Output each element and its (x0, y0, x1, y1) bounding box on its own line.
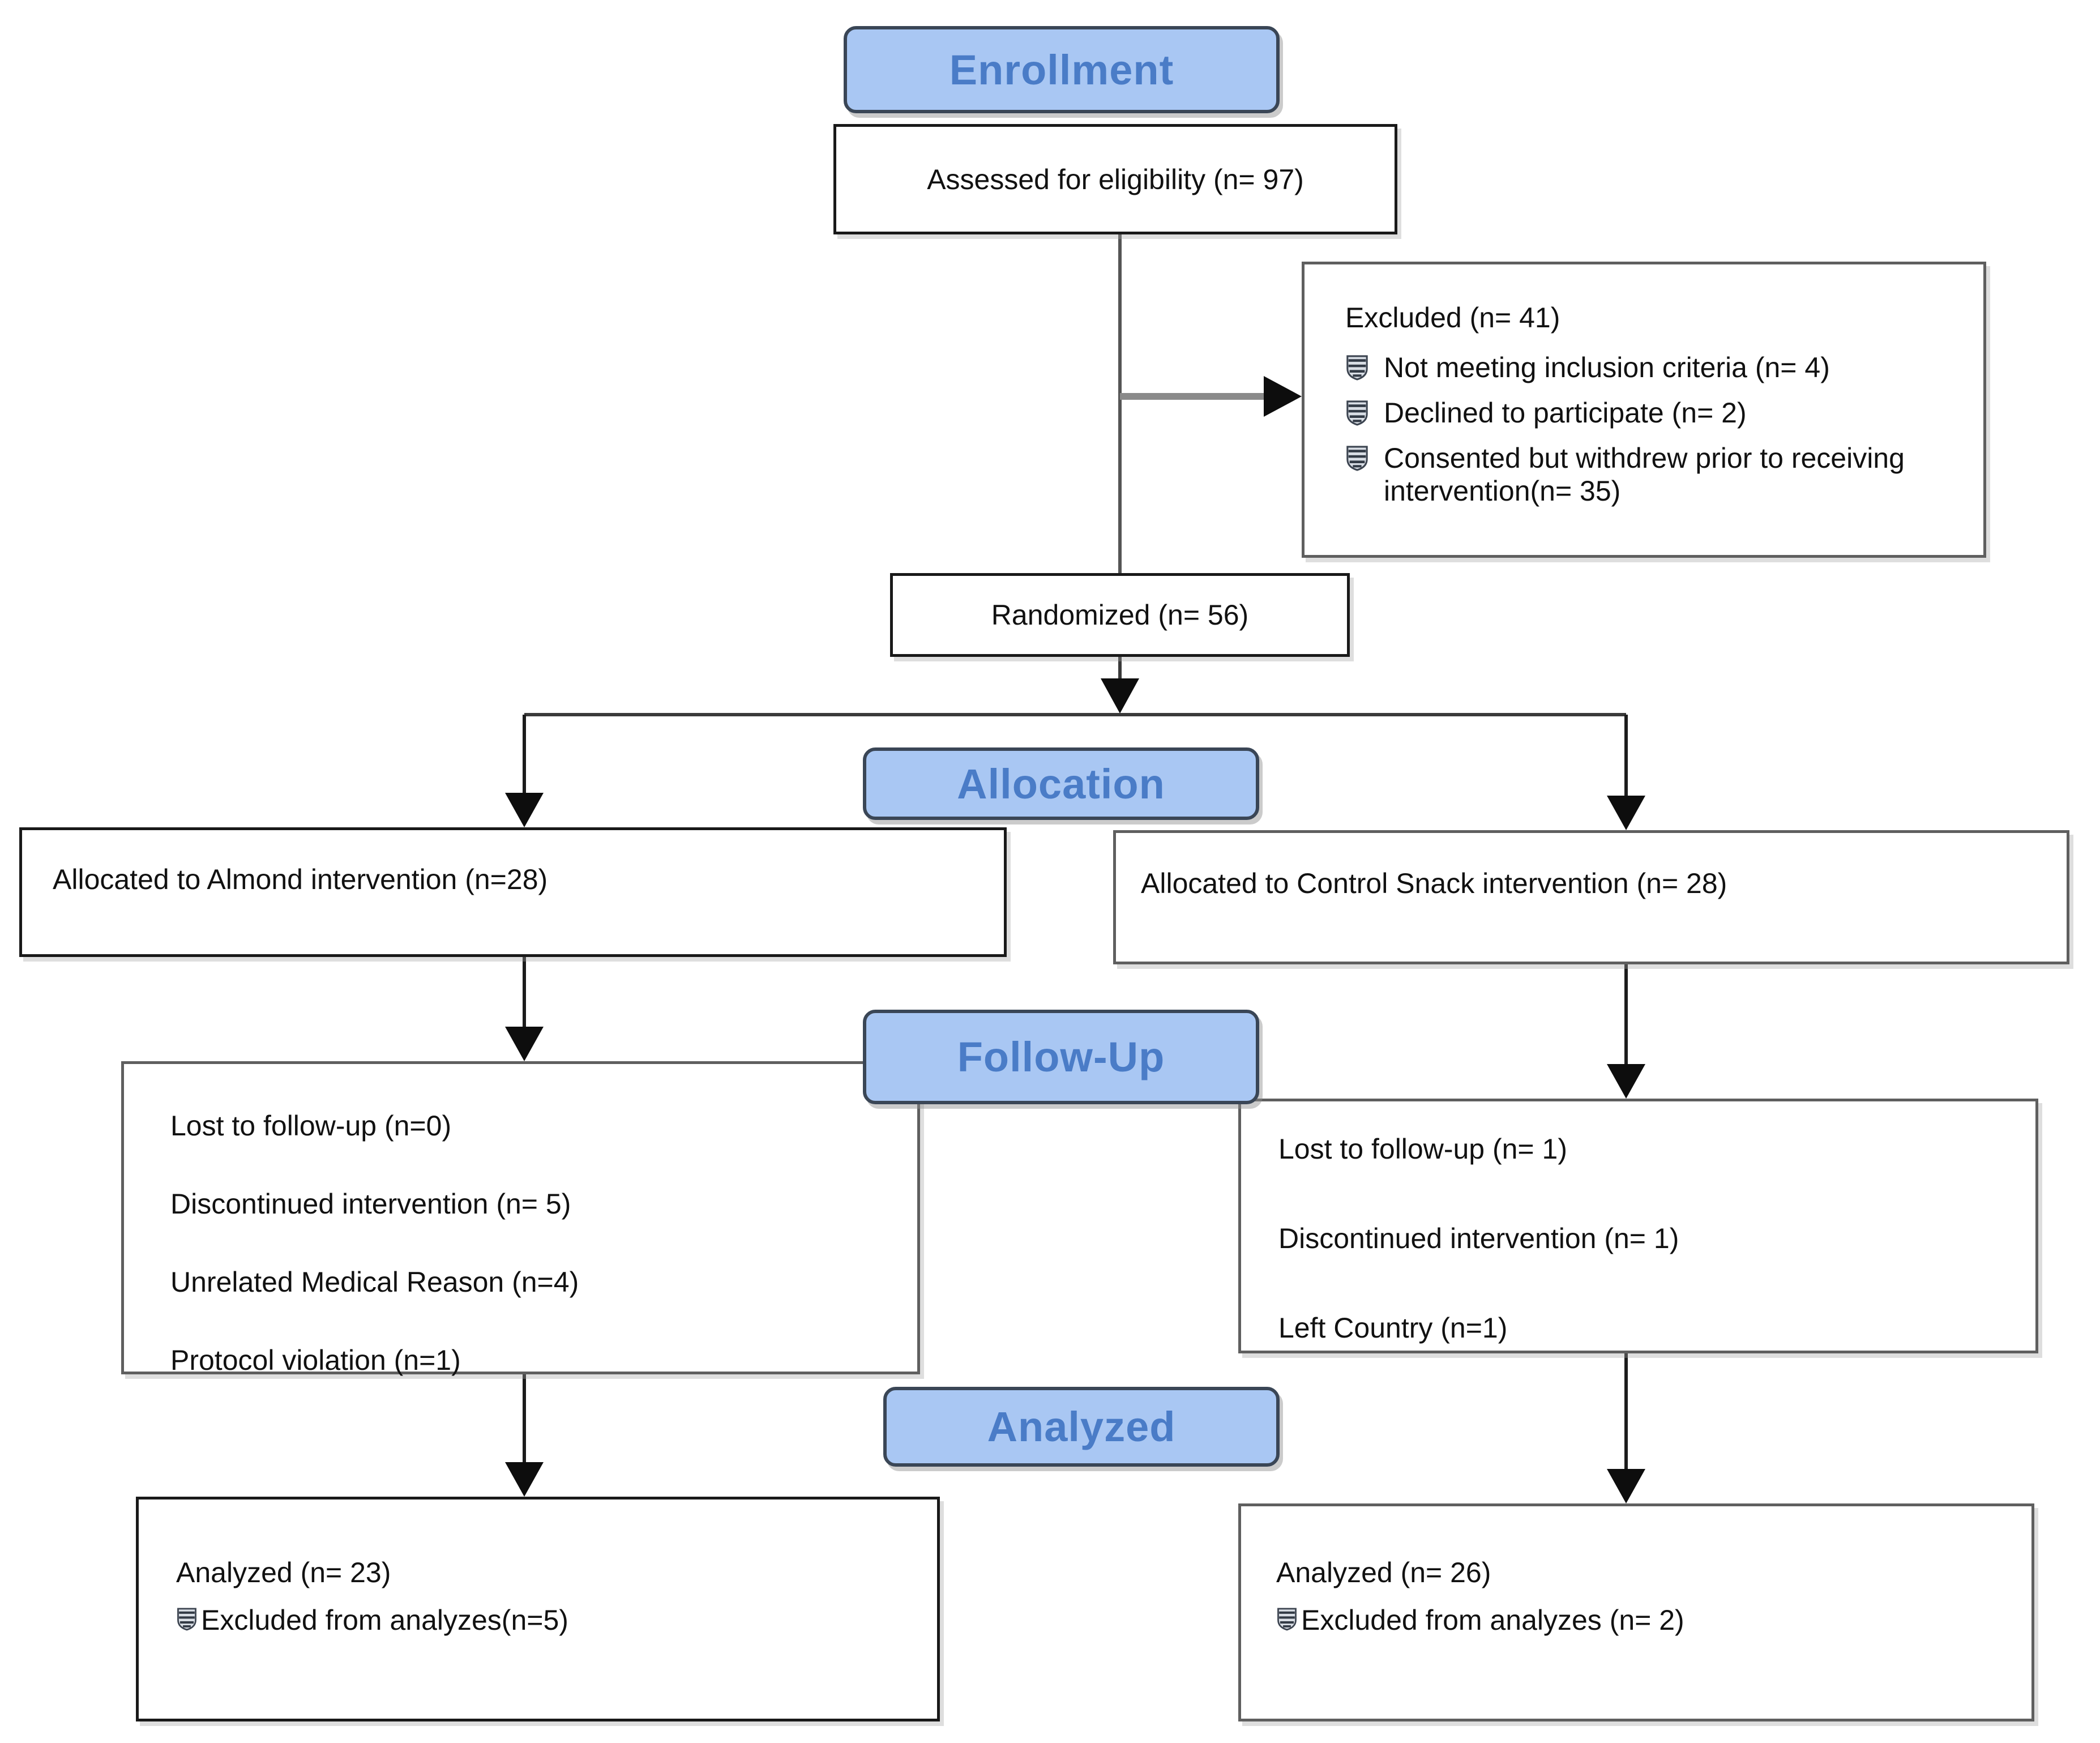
followup-line: Protocol violation (n=1) (170, 1344, 461, 1376)
arrowhead-down-icon (1101, 678, 1139, 714)
phase-header-analyzed-label: Analyzed (987, 1403, 1176, 1450)
allocated-control-text: Allocated to Control Snack intervention … (1141, 868, 1727, 899)
box-allocated-almond: Allocated to Almond intervention (n=28) (19, 827, 1007, 957)
arrowhead-down-icon (505, 1462, 544, 1497)
excluded-list: Not meeting inclusion criteria (n= 4) De… (1345, 351, 1961, 507)
analyzed-excluded-text: Excluded from analyzes (n= 2) (1301, 1604, 1684, 1636)
followup-line: Discontinued intervention (n= 1) (1278, 1223, 1679, 1254)
arrowhead-right-icon (1264, 376, 1302, 417)
bullet-glyph-icon (1345, 354, 1369, 381)
box-allocated-control: Allocated to Control Snack intervention … (1113, 830, 2069, 964)
phase-header-analyzed: Analyzed (883, 1387, 1280, 1467)
arrowhead-down-icon (1607, 1064, 1645, 1099)
excluded-item-text: Declined to participate (n= 2) (1384, 397, 1747, 429)
excluded-item-text: Consented but withdrew prior to receivin… (1384, 442, 1905, 507)
excluded-title: Excluded (n= 41) (1345, 302, 1560, 334)
box-analyzed-almond: Analyzed (n= 23) Excluded from analyzes(… (136, 1497, 940, 1721)
excluded-item-text: Not meeting inclusion criteria (n= 4) (1384, 352, 1830, 383)
phase-header-enrollment: Enrollment (844, 26, 1280, 113)
bullet-glyph-icon (1345, 400, 1369, 426)
followup-line: Discontinued intervention (n= 5) (170, 1188, 571, 1220)
analyzed-excluded-line: Excluded from analyzes(n=5) (176, 1604, 937, 1637)
bullet-glyph-icon (1276, 1607, 1298, 1631)
analyzed-excluded-text: Excluded from analyzes(n=5) (201, 1604, 568, 1636)
analyzed-title: Analyzed (n= 23) (176, 1557, 391, 1588)
followup-line: Unrelated Medical Reason (n=4) (170, 1266, 579, 1298)
phase-header-followup-label: Follow-Up (957, 1033, 1165, 1080)
analyzed-title: Analyzed (n= 26) (1276, 1557, 1491, 1588)
box-randomized: Randomized (n= 56) (890, 573, 1350, 657)
assessed-text: Assessed for eligibility (n= 97) (927, 163, 1304, 195)
analyzed-title-line: Analyzed (n= 23) (176, 1556, 937, 1589)
bullet-glyph-icon (1345, 445, 1369, 471)
box-followup-control: Lost to follow-up (n= 1) Discontinued in… (1238, 1099, 2038, 1353)
phase-header-enrollment-label: Enrollment (949, 46, 1174, 93)
arrowhead-down-icon (1607, 1469, 1645, 1503)
followup-line: Left Country (n=1) (1278, 1312, 1508, 1344)
allocated-almond-text: Allocated to Almond intervention (n=28) (53, 864, 548, 895)
arrowhead-down-icon (1607, 796, 1645, 830)
arrowhead-down-icon (505, 793, 544, 827)
box-followup-almond: Lost to follow-up (n=0) Discontinued int… (121, 1061, 920, 1376)
analyzed-title-line: Analyzed (n= 26) (1276, 1556, 2031, 1589)
analyzed-excluded-line: Excluded from analyzes (n= 2) (1276, 1604, 2031, 1637)
followup-line: Lost to follow-up (n= 1) (1278, 1133, 1567, 1165)
phase-header-followup: Follow-Up (863, 1010, 1259, 1104)
phase-header-allocation: Allocation (863, 747, 1259, 820)
box-assessed-eligibility: Assessed for eligibility (n= 97) (833, 124, 1397, 234)
bullet-glyph-icon (176, 1607, 198, 1631)
excluded-list-item: Declined to participate (n= 2) (1345, 396, 1961, 429)
phase-header-allocation-label: Allocation (957, 760, 1165, 808)
randomized-text: Randomized (n= 56) (991, 599, 1249, 631)
excluded-list-item: Not meeting inclusion criteria (n= 4) (1345, 351, 1961, 384)
followup-line: Lost to follow-up (n=0) (170, 1110, 452, 1142)
arrowhead-down-icon (505, 1027, 544, 1061)
excluded-list-item: Consented but withdrew prior to receivin… (1345, 442, 1961, 507)
box-analyzed-control: Analyzed (n= 26) Excluded from analyzes … (1238, 1503, 2034, 1721)
box-excluded: Excluded (n= 41) Not meeting inclusion c… (1302, 262, 1986, 558)
